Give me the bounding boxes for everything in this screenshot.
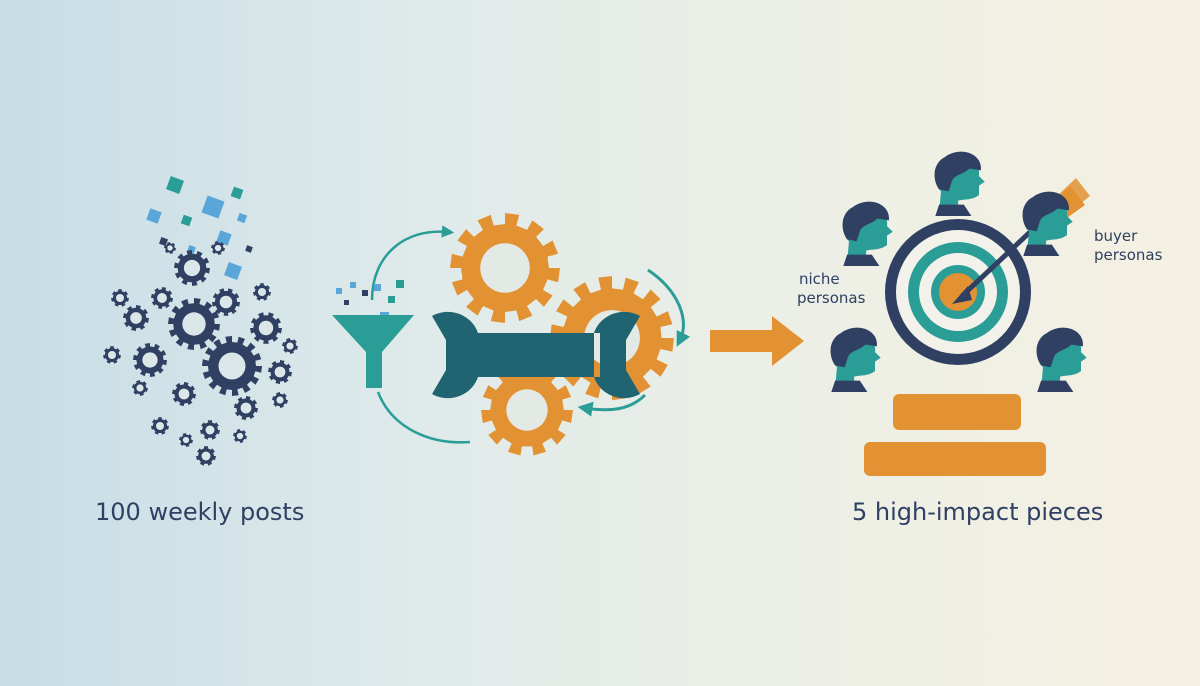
target-icon — [885, 219, 1031, 365]
podium-top — [893, 394, 1021, 430]
particle — [230, 186, 244, 200]
gear-icon — [481, 364, 573, 456]
gear-icon — [111, 289, 129, 307]
gear-icon — [268, 360, 292, 384]
buyer-personas-label: buyer personas — [1094, 227, 1162, 265]
gear-icon — [179, 433, 193, 447]
gear-icon — [123, 305, 149, 331]
person-head-icon — [842, 201, 893, 266]
funnel-icon — [332, 315, 414, 388]
person-head-icon — [1022, 191, 1073, 256]
particle — [396, 280, 404, 288]
podium-base — [864, 442, 1046, 476]
gear-icon — [450, 213, 560, 323]
gear-icon — [151, 417, 169, 435]
particle — [374, 284, 381, 291]
gear-icon — [200, 420, 220, 440]
cycle-arrow-right — [647, 268, 691, 347]
gear-icon — [196, 446, 216, 466]
small-gears — [103, 241, 298, 466]
wrench-icon — [432, 311, 640, 399]
gear-icon — [253, 283, 271, 301]
particle — [350, 282, 356, 288]
target-group — [830, 151, 1090, 476]
data-particles — [146, 176, 253, 280]
gear-icon — [172, 382, 196, 406]
particle — [159, 237, 168, 246]
funnel-particles — [336, 280, 404, 321]
right-caption: 5 high-impact pieces — [852, 498, 1104, 526]
gear-icon — [132, 380, 148, 396]
person-head-icon — [830, 327, 881, 392]
buyer-label-line2: personas — [1094, 246, 1163, 264]
niche-personas-label: niche personas — [797, 270, 865, 308]
gear-cluster-icon — [103, 176, 298, 466]
particle — [201, 195, 225, 219]
buyer-label-line1: buyer — [1094, 227, 1138, 245]
gear-icon — [174, 250, 210, 286]
gear-icon — [211, 241, 225, 255]
person-head-icon — [1036, 327, 1087, 392]
gear-icon — [234, 396, 258, 420]
particle — [336, 288, 342, 294]
right-arrow-icon — [710, 316, 804, 366]
gear-icon — [151, 287, 173, 309]
gear-icon — [202, 336, 262, 396]
personas — [830, 151, 1087, 392]
gear-icon — [212, 288, 240, 316]
niche-label-line2: personas — [797, 289, 866, 307]
gear-icon — [103, 346, 121, 364]
cycle-arrow-top — [370, 225, 455, 301]
particle — [216, 230, 232, 246]
cycle-arrow-lower-right — [577, 393, 647, 417]
particle — [236, 212, 248, 224]
gear-icon — [133, 343, 167, 377]
cycle-arrow-bottom — [376, 391, 471, 444]
particle — [166, 176, 184, 194]
particle — [180, 214, 193, 227]
left-caption: 100 weekly posts — [95, 498, 305, 526]
niche-label-line1: niche — [799, 270, 840, 288]
particle — [245, 245, 253, 253]
particle — [146, 208, 162, 224]
process-group — [332, 213, 691, 456]
particle — [344, 300, 349, 305]
particle — [362, 290, 368, 296]
person-head-icon — [934, 151, 985, 216]
gear-icon — [250, 312, 282, 344]
particle — [388, 296, 395, 303]
gear-icon — [282, 338, 298, 354]
gear-icon — [272, 392, 288, 408]
particle — [224, 262, 242, 280]
gear-icon — [168, 298, 220, 350]
gear-icon — [233, 429, 247, 443]
gear-icon — [164, 242, 176, 254]
